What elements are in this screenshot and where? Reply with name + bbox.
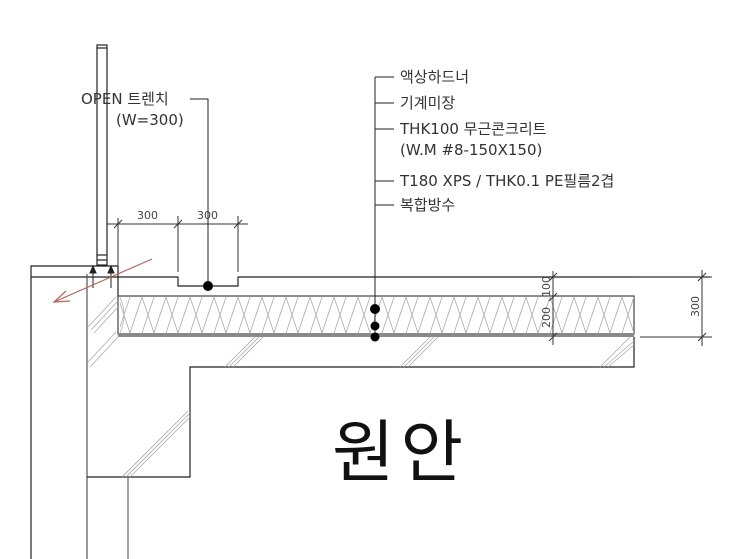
anchor-bolts xyxy=(89,264,115,288)
layer-leader xyxy=(374,76,394,337)
trench-label-line1: OPEN 트렌치 xyxy=(81,90,169,108)
dim-right-outer-total: 300 xyxy=(689,296,702,317)
layer-label-wire-mesh: (W.M #8-150X150) xyxy=(400,141,543,159)
trench-dimensions xyxy=(107,216,248,272)
layer-leader-dots xyxy=(370,304,380,342)
dim-right-inner-bottom: 200 xyxy=(540,307,553,328)
dim-right-inner-top: 100 xyxy=(540,276,553,297)
trench-leader-dot xyxy=(203,281,213,291)
dim-top-right: 300 xyxy=(197,209,218,222)
right-dimensions xyxy=(548,270,712,346)
xps-insulation-layer xyxy=(117,295,635,337)
layer-label-concrete: THK100 무근콘크리트 xyxy=(400,120,547,138)
layer-label-mechanical-trowel: 기계미장 xyxy=(400,94,456,112)
trench-label-line2: (W=300) xyxy=(116,111,184,129)
dim-top-left: 300 xyxy=(137,209,158,222)
layer-label-liquid-hardener: 액상하드너 xyxy=(400,68,470,86)
slope-arrow-icon xyxy=(52,258,153,303)
concrete-slab xyxy=(87,337,635,559)
layer-label-xps: T180 XPS / THK0.1 PE필름2겹 xyxy=(400,172,615,190)
drawing-title: 원안 xyxy=(332,414,470,493)
concrete-hatch xyxy=(87,296,635,478)
railing-post xyxy=(96,44,108,266)
left-structure xyxy=(30,265,119,559)
layer-label-waterproofing: 복합방수 xyxy=(400,196,456,214)
trench-leader xyxy=(190,98,209,286)
